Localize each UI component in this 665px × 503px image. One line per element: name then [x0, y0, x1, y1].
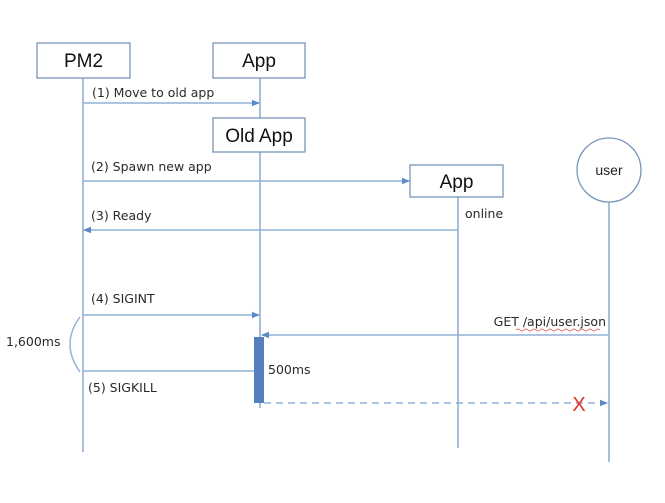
message-2-label: (2) Spawn new app — [91, 159, 212, 174]
participant-new-app: App — [409, 164, 504, 198]
message-3-label: (3) Ready — [91, 208, 152, 223]
participant-pm2: PM2 — [36, 42, 131, 79]
participant-new-app-label: App — [440, 172, 474, 193]
participant-user-label: user — [595, 162, 623, 178]
request-label: GET /api/user.json — [494, 314, 606, 329]
message-5-label: (5) SIGKILL — [88, 380, 157, 395]
activation-bar — [254, 337, 264, 403]
online-annotation: online — [465, 206, 503, 221]
message-4-label: (4) SIGINT — [91, 291, 155, 306]
activation-duration-label: 500ms — [268, 362, 311, 377]
total-duration-label: 1,600ms — [6, 334, 60, 349]
participant-app: App — [212, 42, 306, 79]
duration-bracket — [69, 316, 81, 373]
message-1-label: (1) Move to old app — [92, 85, 214, 100]
participant-old-app-label: Old App — [225, 126, 293, 147]
participant-pm2-label: PM2 — [64, 51, 103, 72]
failure-x-mark: X — [572, 394, 585, 416]
participant-app-label: App — [242, 51, 276, 72]
participant-old-app: Old App — [212, 117, 306, 153]
spellcheck-underline — [515, 328, 601, 332]
participant-user: user — [576, 137, 642, 203]
